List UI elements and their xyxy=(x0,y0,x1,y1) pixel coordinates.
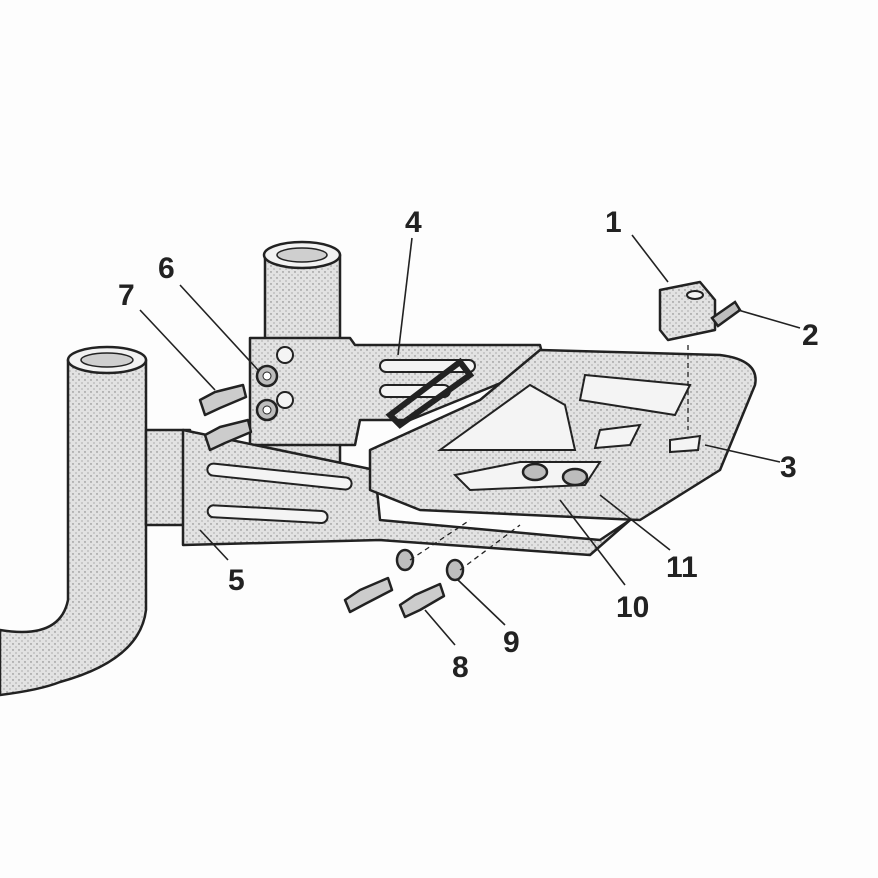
callout-6: 6 xyxy=(158,252,175,285)
callout-11: 11 xyxy=(666,551,698,584)
part-9-washers xyxy=(395,548,465,582)
callout-1: 1 xyxy=(605,206,622,239)
part-8-bolts xyxy=(343,576,446,619)
leader-lines xyxy=(139,234,801,646)
part-6-washers xyxy=(255,364,279,422)
callout-7: 7 xyxy=(118,279,135,312)
part-1-latch xyxy=(658,280,717,342)
callout-2: 2 xyxy=(802,319,819,352)
callout-5: 5 xyxy=(228,564,245,597)
part-7-bolts xyxy=(198,383,253,452)
assembly-line xyxy=(459,524,521,571)
callout-9: 9 xyxy=(503,626,520,659)
callout-4: 4 xyxy=(405,206,422,239)
callout-10: 10 xyxy=(616,591,649,624)
frame-tube-left xyxy=(0,345,148,697)
assembly-line xyxy=(409,519,471,561)
part-3-top-plate xyxy=(368,348,757,522)
callout-3: 3 xyxy=(780,451,797,484)
callout-8: 8 xyxy=(452,651,469,684)
